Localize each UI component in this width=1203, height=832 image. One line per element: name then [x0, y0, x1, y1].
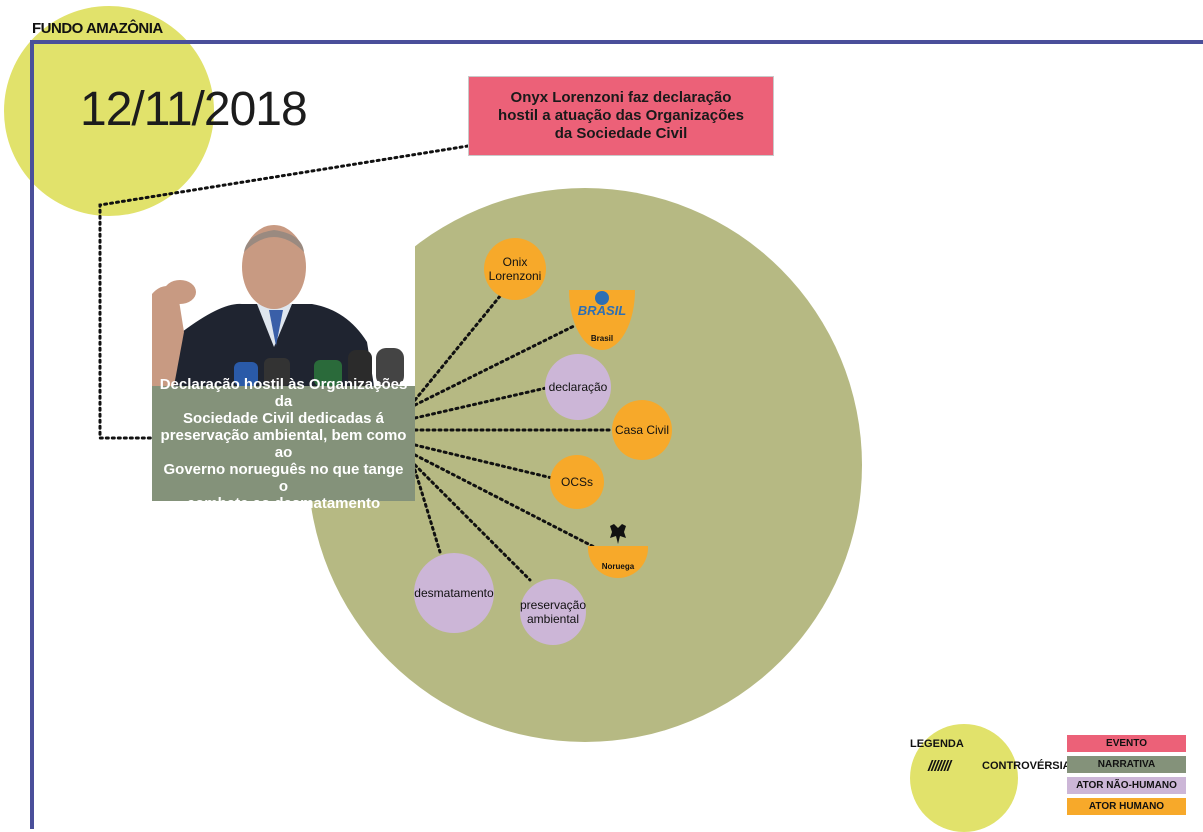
legend-title: LEGENDA — [910, 738, 964, 750]
actor-desmatamento: desmatamento — [414, 553, 494, 633]
connector-brasil — [413, 323, 578, 407]
connector-desmatamento — [413, 468, 442, 554]
brand-title: FUNDO AMAZÔNIA — [32, 20, 163, 37]
legend-narrativa: NARRATIVA — [1067, 756, 1186, 773]
narrative-box: Declaração hostil às Organizações da Soc… — [152, 376, 415, 512]
connector-ocss — [413, 443, 554, 480]
svg-text:BRASIL: BRASIL — [578, 303, 626, 318]
connector-onix — [413, 288, 507, 402]
event-date: 12/11/2018 — [80, 83, 308, 136]
connector-preservacao — [413, 463, 532, 582]
actor-declaracao: declaração — [545, 354, 611, 420]
actor-noruega: Noruega — [588, 520, 648, 578]
legend-ator-humano: ATOR HUMANO — [1067, 798, 1186, 815]
brasil-logo-icon: BRASIL — [578, 291, 626, 318]
actor-brasil: Brasil BRASIL — [569, 290, 635, 350]
actor-ocss: OCSs — [550, 455, 604, 509]
actor-onix-lorenzoni: Onix Lorenzoni — [484, 238, 546, 300]
event-connector — [98, 144, 470, 440]
legend-evento: EVENTO — [1067, 735, 1186, 752]
actor-casa-civil: Casa Civil — [612, 400, 672, 460]
legend-ator-nao-humano: ATOR NÃO-HUMANO — [1067, 777, 1186, 794]
frame-top-line — [30, 40, 1203, 44]
frame-left-line — [30, 40, 34, 829]
norway-coat-of-arms-icon — [610, 524, 626, 544]
legend-controversy: CONTROVÉRSIA — [982, 760, 1071, 772]
legend-hatch: /////// — [928, 758, 951, 775]
event-box: Onyx Lorenzoni faz declaração hostil a a… — [468, 76, 774, 156]
actor-brasil-label: Brasil — [590, 334, 614, 343]
connector-declaracao — [413, 386, 548, 420]
actor-preservacao-ambiental: preservação ambiental — [520, 579, 586, 645]
speaker-photo — [152, 222, 415, 386]
legend-circle — [910, 724, 1018, 832]
connector-noruega — [413, 453, 604, 553]
actor-noruega-label: Noruega — [601, 562, 635, 571]
